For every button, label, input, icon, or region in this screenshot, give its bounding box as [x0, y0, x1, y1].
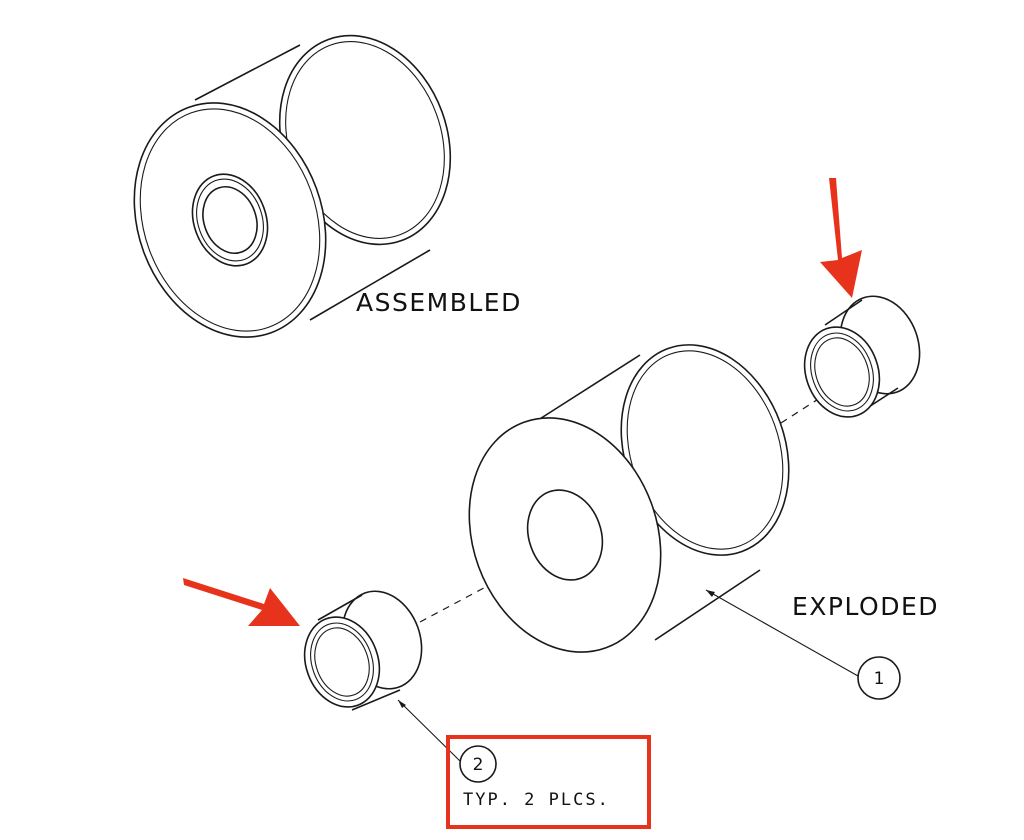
main-housing: [468, 344, 790, 653]
arrow-left-bushing: [183, 578, 300, 626]
callout-note: TYP. 2 PLCS.: [463, 790, 610, 810]
center-line-left: [419, 565, 526, 623]
assembled-label: ASSEMBLED: [356, 288, 522, 317]
callout-bubble-2: [459, 745, 497, 783]
callout-number-2: 2: [473, 755, 484, 775]
bushing-left: [303, 590, 423, 711]
callout-2: 2 TYP. 2 PLCS.: [397, 699, 610, 810]
callout-1: 1: [705, 589, 901, 700]
exploded-label: EXPLODED: [792, 592, 939, 621]
exploded-view: EXPLODED: [303, 295, 939, 711]
highlight-box: [446, 735, 651, 829]
callout-number-1: 1: [874, 669, 885, 689]
bushing-right: [803, 295, 921, 418]
callout-bubble-1: [857, 656, 901, 700]
assembled-view: ASSEMBLED: [133, 34, 522, 338]
arrow-right-bushing: [820, 178, 862, 298]
center-line-right: [769, 379, 849, 431]
annotations: [183, 178, 862, 829]
